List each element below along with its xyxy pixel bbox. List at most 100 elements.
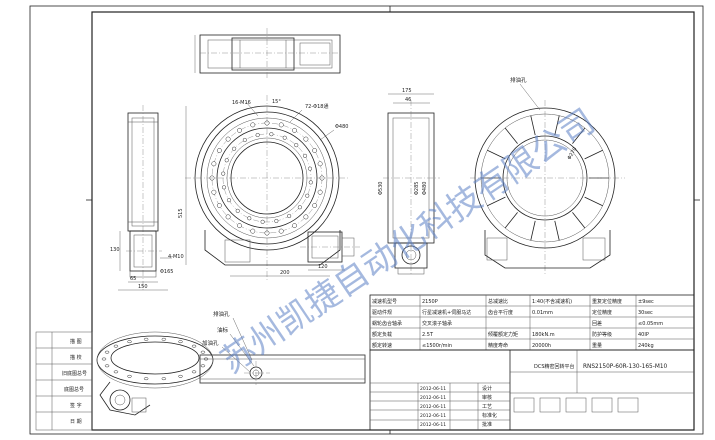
dim-front-angle: 15° xyxy=(272,99,281,105)
dim-side-530: Φ530 xyxy=(378,182,384,195)
outer-bolt-hole xyxy=(250,122,256,128)
spec-cell: 减速机型号 xyxy=(372,298,397,305)
inner-bolt-hole xyxy=(226,198,232,203)
dim-front-120: 120 xyxy=(318,264,328,270)
outer-bolt-hole xyxy=(216,203,222,208)
tb-date: 2012-06-11 xyxy=(420,386,446,392)
rear-rib xyxy=(487,149,506,160)
dim-side-480: Φ480 xyxy=(422,182,428,195)
inner-bolt-hole xyxy=(235,208,240,213)
spec-cell: 行星减速机+伺服马达 xyxy=(422,309,471,316)
spec-cell: ≤1500r/min xyxy=(422,343,452,349)
iso-bolt-hole xyxy=(113,370,119,374)
part-name: DCS精密回转平台 xyxy=(534,363,575,370)
tb-label: 批准 xyxy=(482,421,492,428)
spec-cell: 驱动件规 xyxy=(372,309,392,316)
iso-bolt-hole xyxy=(200,364,206,368)
rear-rib xyxy=(554,220,560,241)
drawing-number: RNS2150P-60R-130-165-M10 xyxy=(583,364,668,370)
spec-cell: 防护等级 xyxy=(592,331,612,338)
iso-bolt-hole xyxy=(161,337,167,341)
dim-side-46: 46 xyxy=(405,97,411,103)
watermark: 苏州凯捷自动化科技有限公司 xyxy=(214,101,603,381)
tb-label: 设计 xyxy=(482,385,492,392)
spec-cell: 重复定位精度 xyxy=(592,298,622,305)
inner-bolt-hole xyxy=(308,180,313,185)
inner-bolt-hole xyxy=(269,132,274,137)
outer-bolt-hole xyxy=(225,214,231,220)
inner-bolt-hole xyxy=(260,219,265,224)
left-item-4: 签 字 xyxy=(70,402,82,409)
rear-rib xyxy=(487,196,506,207)
iso-bolt-hole xyxy=(161,377,167,381)
outer-bolt-hole xyxy=(278,228,284,234)
spec-cell: 1:40(不含减速机) xyxy=(532,298,572,305)
inner-bolt-hole xyxy=(242,137,247,143)
rear-rib xyxy=(530,115,536,136)
tb-date: 2012-06-11 xyxy=(420,395,446,401)
left-item-1: 描 校 xyxy=(70,354,82,361)
spec-cell: 精度寿命 xyxy=(488,342,508,349)
iso-bolt-hole xyxy=(127,340,132,344)
title-block: DCS精密回转平台 RNS2150P-60R-130-165-M10 设计 201… xyxy=(369,349,695,431)
iso-bolt-hole xyxy=(200,350,206,354)
iso-bolt-hole xyxy=(104,350,110,354)
side-section-view: 175 46 Φ285 Φ480 Φ530 xyxy=(378,88,440,275)
spec-cell: 额定负载 xyxy=(372,331,392,338)
left-item-2: 旧底图总号 xyxy=(62,370,87,377)
iso-bolt-hole xyxy=(178,340,183,344)
tb-label: 工艺 xyxy=(482,404,492,410)
rear-rib xyxy=(530,220,536,241)
inner-bolt-hole xyxy=(294,143,299,148)
outer-bolt-hole xyxy=(211,161,217,167)
outer-bolt-hole xyxy=(317,161,323,167)
rear-rib xyxy=(504,212,518,229)
spec-cell: 20000h xyxy=(532,343,551,349)
iso-view xyxy=(96,331,214,416)
outer-bolt-hole xyxy=(225,136,231,142)
top-view xyxy=(194,28,341,78)
outer-bolt-hole xyxy=(250,228,256,234)
iso-bolt-hole xyxy=(191,370,197,374)
inner-bolt-hole xyxy=(255,132,260,138)
iso-bolt-hole xyxy=(101,357,107,361)
outer-bolt-hole xyxy=(237,223,242,229)
outer-bolt-hole xyxy=(292,223,297,229)
tb-date: 2012-06-11 xyxy=(420,404,446,410)
outer-frame xyxy=(29,5,704,435)
front-view: 16-M16 15° 72-Φ18通 Φ480 515 200 120 xyxy=(178,95,360,280)
rear-rib xyxy=(584,196,603,207)
tb-label: 审核 xyxy=(482,394,492,401)
outer-bolt-hole xyxy=(237,127,242,133)
iso-bolt-hole xyxy=(178,374,183,378)
spec-cell: 蜗轮齿合轴承 xyxy=(372,320,402,327)
spec-cell: 30sec xyxy=(638,310,653,316)
dim-left-150: 150 xyxy=(138,284,148,290)
dim-side-285: Φ285 xyxy=(414,182,420,195)
outer-bolt-hole xyxy=(211,189,217,195)
rear-rib xyxy=(554,115,560,136)
spec-cell: 40IP xyxy=(638,332,649,338)
dim-front-holes-outer: 16-M16 xyxy=(232,100,251,106)
rear-rib xyxy=(572,212,586,229)
watermark-text: 苏州凯捷自动化科技有限公司 xyxy=(214,101,603,381)
inner-bolt-hole xyxy=(282,135,287,140)
tb-label: 标准化 xyxy=(482,412,497,419)
spec-cell: 180kN.m xyxy=(532,332,555,338)
spec-cell: 0.01mm xyxy=(532,310,553,316)
iso-bolt-hole xyxy=(143,337,149,341)
spec-cell: 240kg xyxy=(638,343,654,349)
spec-cell: 重量 xyxy=(592,342,602,349)
inner-bolt-hole xyxy=(287,213,292,219)
left-item-5: 日 期 xyxy=(70,419,82,425)
callout-drain: 排油孔 xyxy=(213,310,230,318)
inner-bolt-hole xyxy=(302,153,308,158)
dim-front-height: 515 xyxy=(178,208,184,218)
callout-fill: 加油孔 xyxy=(202,339,219,347)
inner-bolt-hole xyxy=(232,146,237,151)
inner-bolt-hole xyxy=(297,205,302,210)
inner-bolt-hole xyxy=(221,185,227,190)
outer-bolt-hole xyxy=(292,127,297,133)
